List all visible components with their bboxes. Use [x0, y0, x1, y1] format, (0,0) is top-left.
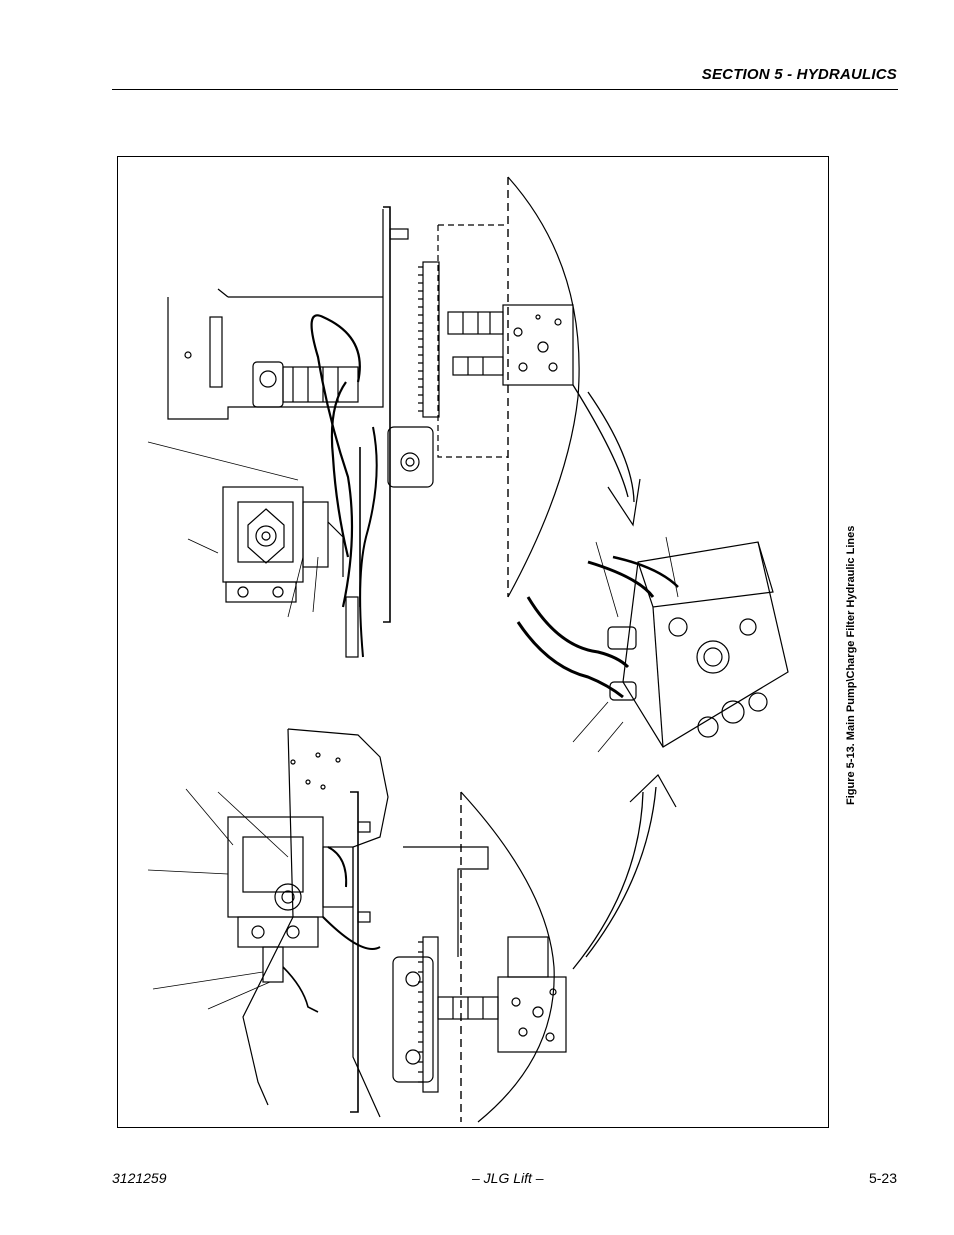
section-header: SECTION 5 - HYDRAULICS: [701, 66, 897, 83]
upper-assembly: [147, 176, 641, 658]
figure-caption: Figure 5-13. Main Pump\Charge Filter Hyd…: [845, 525, 857, 805]
lower-assembly: [147, 728, 677, 1123]
footer-doc-number: 3121259: [112, 1170, 167, 1186]
figure-frame: [117, 156, 829, 1128]
footer-brand: – JLG Lift –: [472, 1170, 544, 1186]
detail-view: [516, 536, 789, 753]
footer-page-number: 5-23: [868, 1170, 897, 1186]
header-rule: [112, 89, 898, 90]
hydraulic-lines-illustration: [147, 176, 789, 1123]
